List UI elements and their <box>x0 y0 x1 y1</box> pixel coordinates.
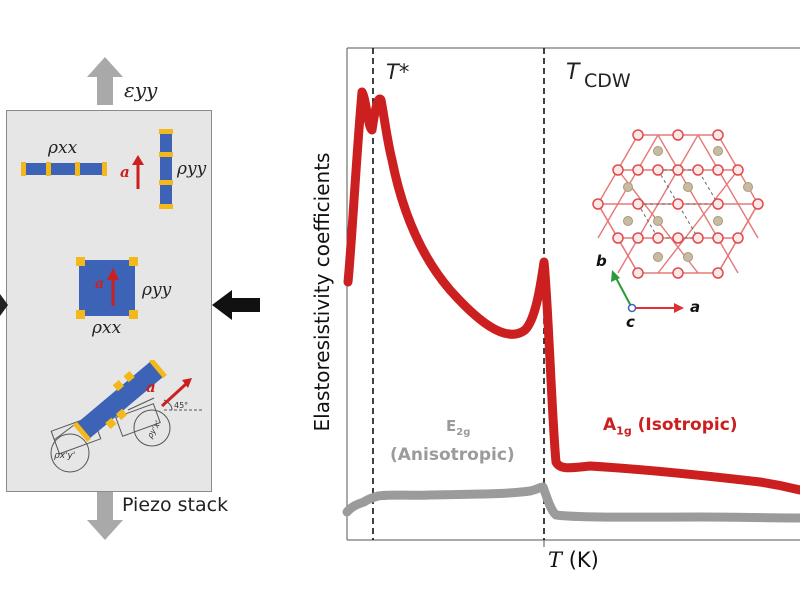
strain-label: εyy <box>124 78 158 102</box>
rho-xx-label-top: ρxx <box>48 138 78 158</box>
arrow-left-stub-icon <box>0 294 8 316</box>
a1g-label: A1g (Isotropic) <box>603 415 738 437</box>
bar-sample-vertical <box>159 129 173 209</box>
a1g-label-main: A <box>603 415 617 435</box>
rho-xx-label-center: ρxx <box>92 318 122 338</box>
e2g-paren-label: (Anisotropic) <box>390 445 515 465</box>
a1g-paren-label: (Isotropic) <box>637 415 738 435</box>
x-axis-label-unit: (K) <box>562 548 599 572</box>
rho-xpyp-label: ρx'y' <box>54 451 75 461</box>
crystal-axes-icon <box>611 270 684 313</box>
angle-45-label: 45° <box>174 401 188 410</box>
x-axis-label: T (K) <box>548 548 599 572</box>
e2g-label: E2g <box>446 417 470 438</box>
e2g-label-sub: 2g <box>456 427 471 438</box>
rho-yy-label-top: ρyy <box>177 159 207 179</box>
compression-arrow-icon <box>212 290 260 320</box>
a-label-rotated: a <box>146 378 156 396</box>
tcdw-label-sub: CDW <box>584 70 631 92</box>
tstar-label: T* <box>386 60 410 84</box>
a-label-top: a <box>120 163 130 181</box>
rotated-bar-sample: ρx'y' ρy'x' 45° <box>50 360 202 473</box>
e2g-curve <box>342 482 800 523</box>
a-label-center: a <box>95 276 105 292</box>
tcdw-label-T: T <box>566 60 580 85</box>
x-axis-label-T: T <box>548 548 563 572</box>
kagome-lattice-inset <box>592 129 764 279</box>
a-axis-arrow-icon <box>132 155 144 189</box>
a1g-curve <box>343 87 800 495</box>
rho-yy-label-center: ρyy <box>142 280 172 300</box>
square-sample <box>76 257 138 319</box>
strain-arrow-down-icon <box>87 492 123 540</box>
a1g-label-sub: 1g <box>616 424 632 438</box>
piezo-stack-label: Piezo stack <box>122 494 229 516</box>
e2g-label-main: E <box>446 417 457 435</box>
axis-b-label: b <box>596 252 607 270</box>
strain-arrow-up-icon <box>87 57 123 105</box>
bar-sample-horizontal <box>21 162 107 176</box>
axis-a-label: a <box>690 298 701 316</box>
axis-c-label: c <box>626 313 635 331</box>
